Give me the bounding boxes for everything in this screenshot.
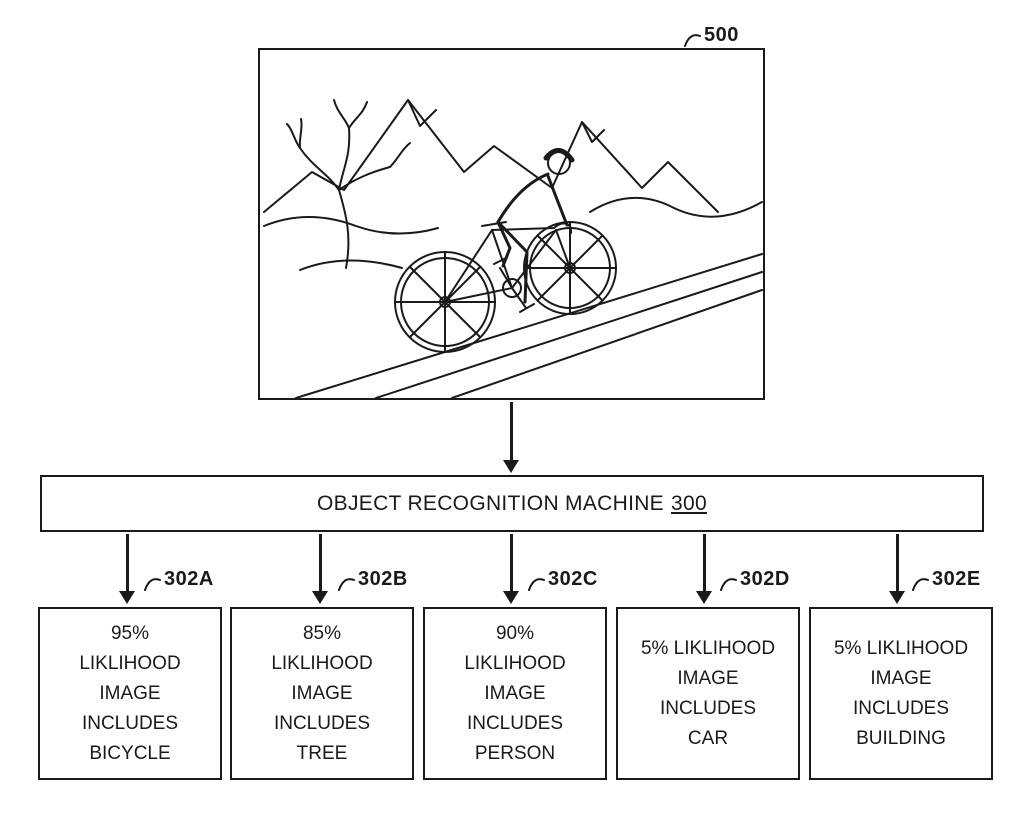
arrowhead-302B-icon [312,591,328,604]
ref-302E: 302E [912,568,981,592]
machine-label: OBJECT RECOGNITION MACHINE [317,491,664,515]
ref-302B: 302B [338,568,408,592]
machine-ref: 300 [670,491,707,515]
machine-title: OBJECT RECOGNITION MACHINE 300 [317,492,707,516]
leader-curve-icon [144,578,161,591]
arrow-to-302D [703,534,706,592]
output-text-person: 90% LIKLIHOOD IMAGE INCLUDES PERSON [464,622,566,764]
ref-302D-text: 302D [740,568,790,590]
arrowhead-302C-icon [503,591,519,604]
arrow-to-302B [319,534,322,592]
output-box-person: 90% LIKLIHOOD IMAGE INCLUDES PERSON [423,607,607,780]
arrowhead-302E-icon [889,591,905,604]
ref-302C: 302C [528,568,598,592]
output-box-car: 5% LIKLIHOOD IMAGE INCLUDES CAR [616,607,800,780]
bicycle-icon [394,221,617,353]
ref-302D: 302D [720,568,790,592]
ref-302B-text: 302B [358,568,408,590]
arrow-to-302E [896,534,899,592]
arrow-image-to-machine [510,402,513,462]
ref-500-text: 500 [704,24,739,46]
cyclist-scene-icon [263,99,763,398]
arrowhead-image-to-machine-icon [503,460,519,473]
output-text-bicycle: 95% LIKLIHOOD IMAGE INCLUDES BICYCLE [79,622,181,764]
ref-302E-text: 302E [932,568,981,590]
leader-curve-icon [338,578,355,591]
rider-icon [496,148,575,304]
tree-icon [286,99,411,271]
leader-curve-icon [912,578,929,591]
output-box-bicycle: 95% LIKLIHOOD IMAGE INCLUDES BICYCLE [38,607,222,780]
arrow-to-302A [126,534,129,592]
ref-302A: 302A [144,568,214,592]
object-recognition-machine-box: OBJECT RECOGNITION MACHINE 300 [40,475,984,532]
leader-curve-icon [720,578,737,591]
output-text-tree: 85% LIKLIHOOD IMAGE INCLUDES TREE [271,622,373,764]
leader-curve-icon [528,578,545,591]
ref-302C-text: 302C [548,568,598,590]
ref-302A-text: 302A [164,568,214,590]
mountains-icon [263,99,763,235]
output-text-car: 5% LIKLIHOOD IMAGE INCLUDES CAR [640,637,776,749]
ref-500: 500 [684,24,739,48]
arrowhead-302A-icon [119,591,135,604]
output-box-tree: 85% LIKLIHOOD IMAGE INCLUDES TREE [230,607,414,780]
output-text-building: 5% LIKLIHOOD IMAGE INCLUDES BUILDING [833,637,969,749]
input-image-box [258,48,765,400]
arrowhead-302D-icon [696,591,712,604]
output-box-building: 5% LIKLIHOOD IMAGE INCLUDES BUILDING [809,607,993,780]
arrow-to-302C [510,534,513,592]
leader-curve-icon [684,34,701,47]
road-icon [295,253,763,398]
